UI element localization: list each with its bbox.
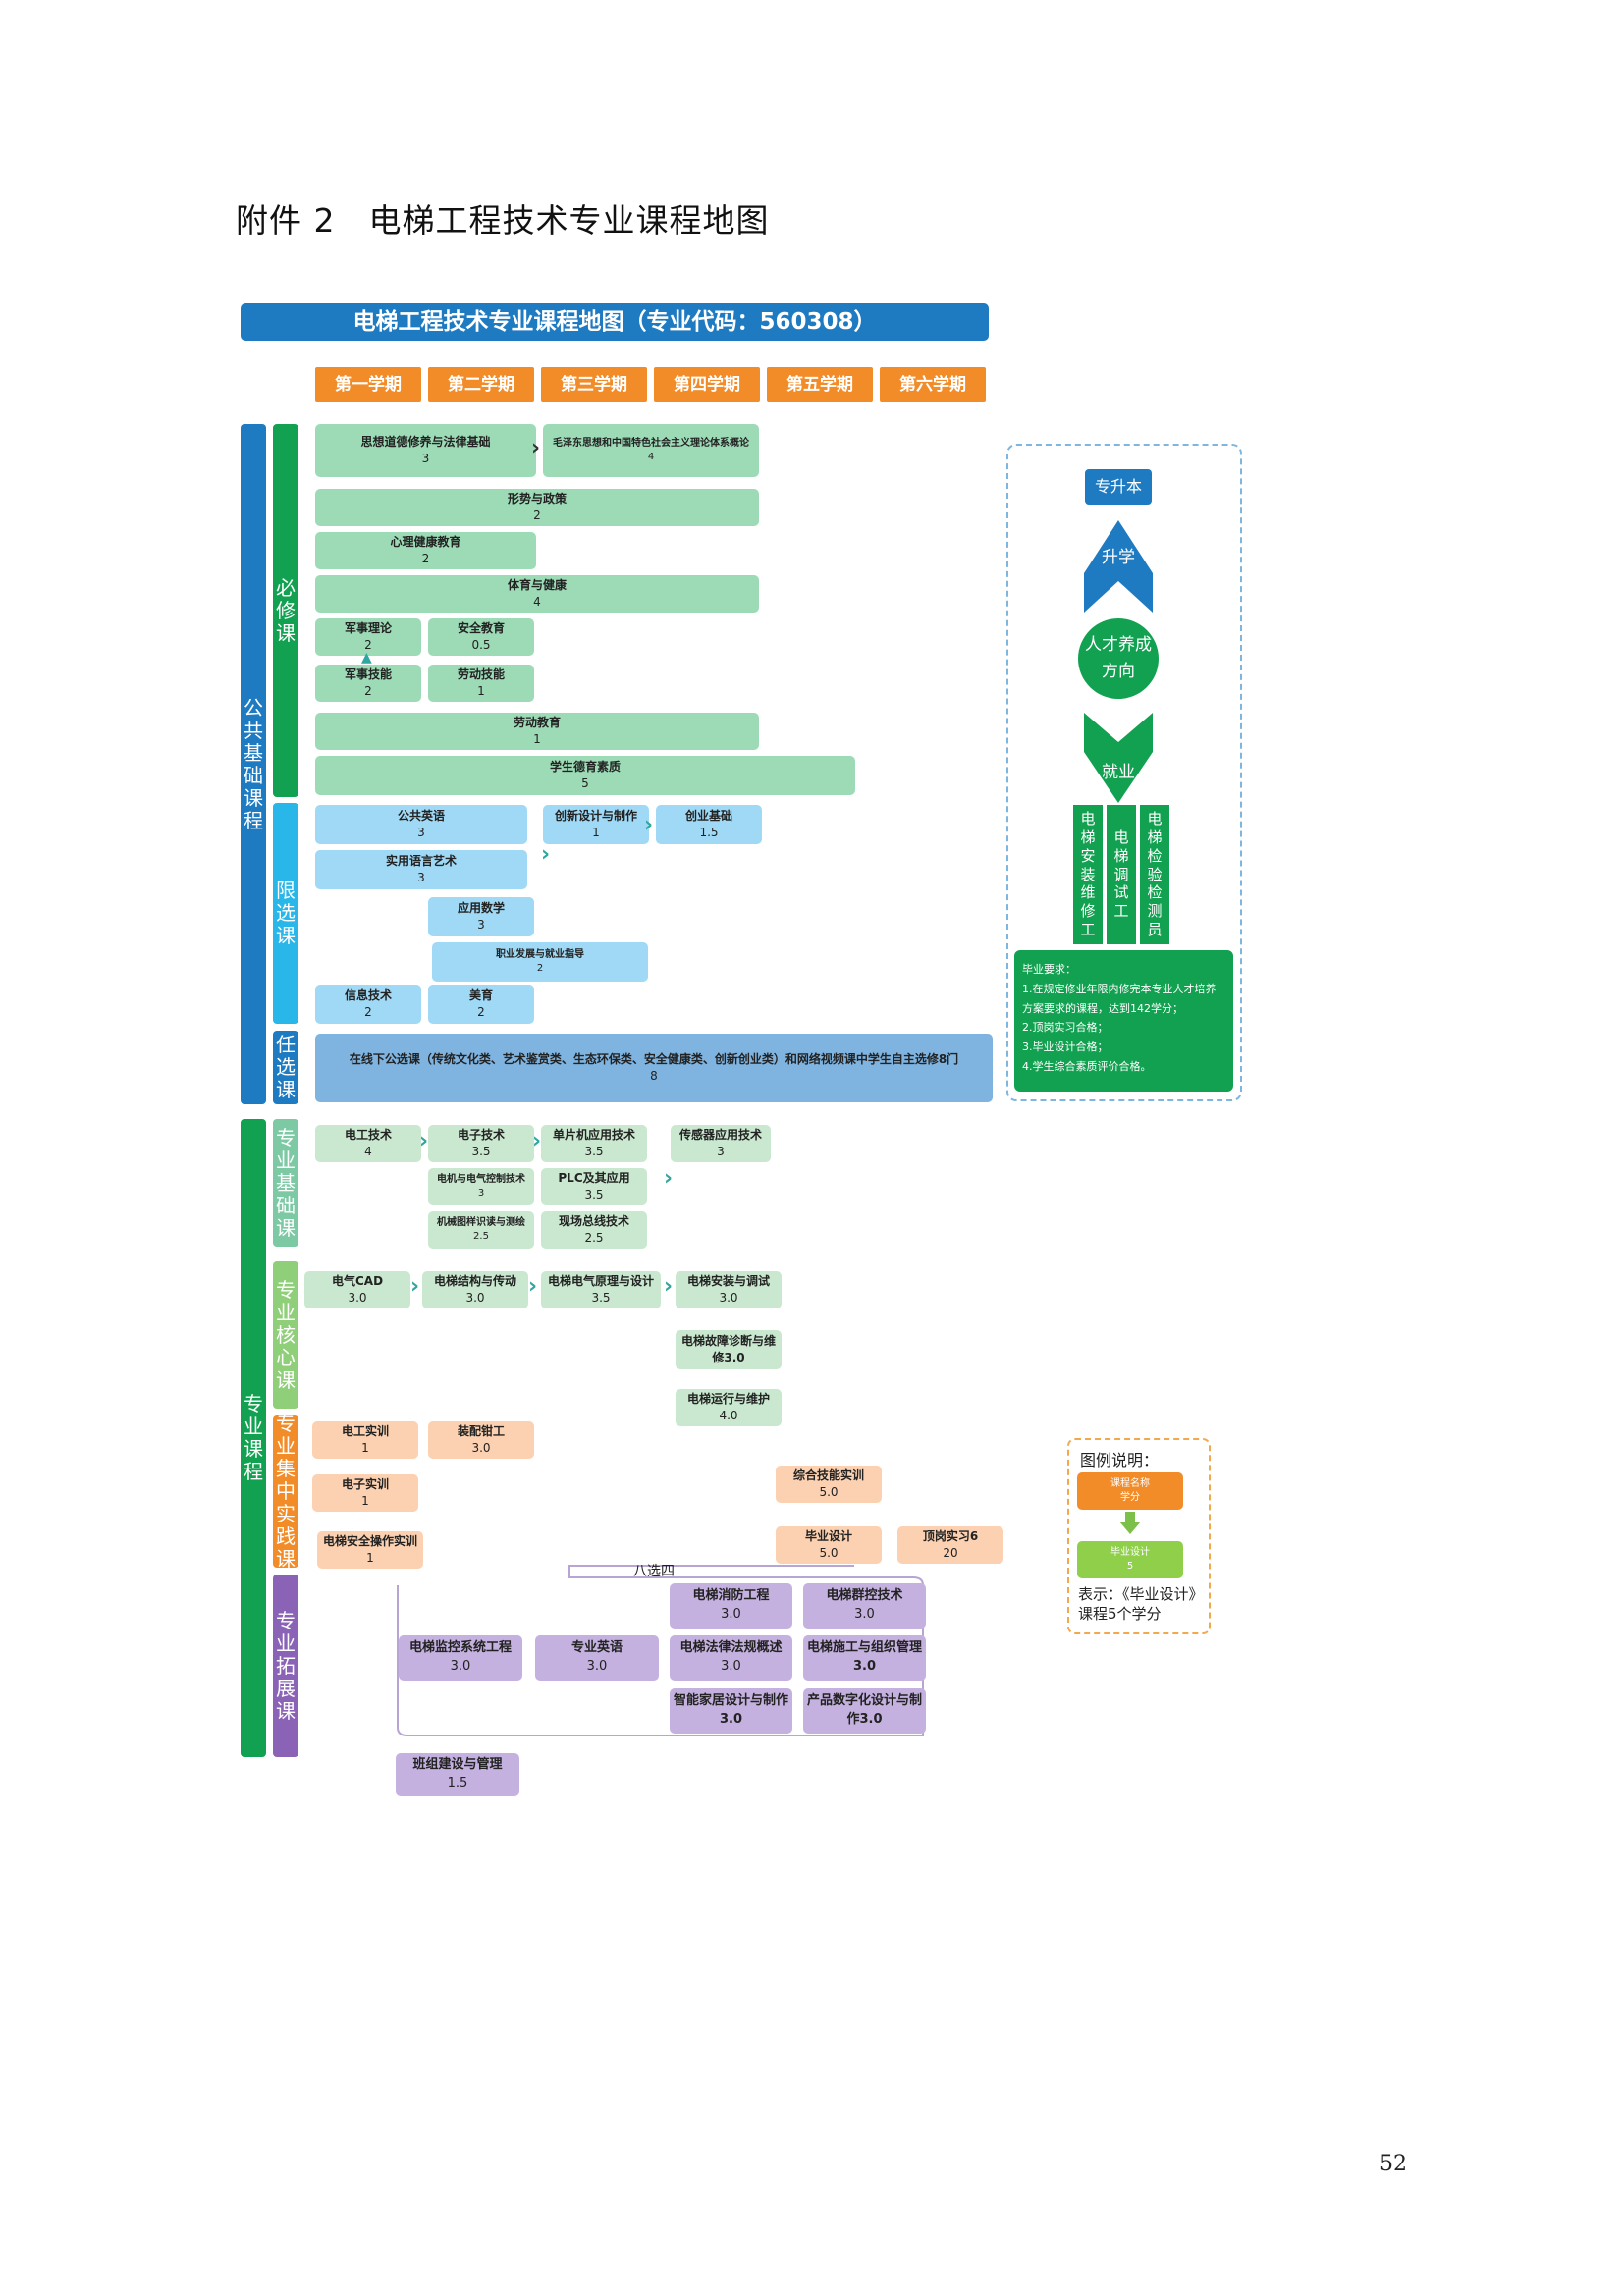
arrow-right-icon: › <box>541 842 551 867</box>
course-card[interactable]: 电梯故障诊断与维修3.0 <box>676 1330 782 1369</box>
semester-5-header: 第五学期 <box>767 367 873 402</box>
job-card: 电梯检验检测员 <box>1140 805 1169 944</box>
further-study-label: 升学 <box>1102 548 1135 567</box>
graduation-requirements: 毕业要求： 1.在规定修业年限内修完本专业人才培养方案要求的课程，达到142学分… <box>1014 950 1233 1092</box>
arrow-right-icon: › <box>419 1129 429 1153</box>
job-card: 电梯调试工 <box>1107 805 1136 944</box>
semester-2-header: 第二学期 <box>428 367 534 402</box>
group-practice: 专业集中实践课 <box>273 1413 298 1571</box>
map-title-banner: 电梯工程技术专业课程地图（专业代码：560308） <box>241 303 989 341</box>
group-public-basic: 公共基础课程 <box>241 424 266 1104</box>
arrow-right-icon: › <box>644 813 654 837</box>
choose-four-label: 八选四 <box>633 1564 675 1579</box>
career-path-panel <box>1006 444 1242 1101</box>
arrow-right-icon: › <box>664 1166 674 1191</box>
arrow-right-icon: › <box>664 1274 674 1299</box>
semester-1-header: 第一学期 <box>315 367 421 402</box>
course-card[interactable]: 电梯施工与组织管理3.0 <box>803 1635 926 1681</box>
semester-4-header: 第四学期 <box>654 367 760 402</box>
arrow-down-icon <box>1084 713 1153 803</box>
group-limited: 限选课 <box>273 803 298 1024</box>
semester-6-header: 第六学期 <box>880 367 986 402</box>
arrow-up-icon <box>1084 520 1153 613</box>
course-card[interactable]: 智能家居设计与制作3.0 <box>670 1688 792 1734</box>
group-required: 必修课 <box>273 424 298 797</box>
arrow-right-icon: › <box>410 1274 420 1299</box>
legend-title: 图例说明： <box>1080 1451 1160 1469</box>
semester-3-header: 第三学期 <box>541 367 647 402</box>
arrow-right-icon: › <box>531 436 541 460</box>
talent-direction-circle: 人才养成方向 <box>1078 618 1159 699</box>
document-heading: 附件 2 电梯工程技术专业课程地图 <box>236 201 770 240</box>
course-card[interactable]: 产品数字化设计与制作3.0 <box>803 1688 926 1734</box>
legend-course-box: 课程名称学分 <box>1077 1472 1183 1510</box>
group-expand: 专业拓展课 <box>273 1575 298 1757</box>
legend-panel <box>1067 1438 1211 1634</box>
upgrade-degree-label: 专升本 <box>1085 469 1152 505</box>
employment-label: 就业 <box>1102 763 1135 782</box>
group-major-core: 专业核心课 <box>273 1261 298 1409</box>
group-major-basic: 专业基础课 <box>273 1119 298 1247</box>
legend-note: 表示：《毕业设计》课程5个学分 <box>1078 1585 1204 1624</box>
arrow-right-icon: › <box>532 1129 542 1153</box>
arrow-down-icon <box>1119 1512 1141 1534</box>
arrow-right-icon: › <box>528 1274 538 1299</box>
job-card: 电梯安装维修工 <box>1073 805 1103 944</box>
course-card[interactable]: 在线下公选课（传统文化类、艺术鉴赏类、生态环保类、安全健康类、创新创业类）和网络… <box>315 1034 993 1102</box>
group-elective: 任选课 <box>273 1031 298 1104</box>
group-major: 专业课程 <box>241 1119 266 1757</box>
page-number: 52 <box>1380 2152 1407 2176</box>
arrow-up-icon: ▲ <box>361 650 372 666</box>
